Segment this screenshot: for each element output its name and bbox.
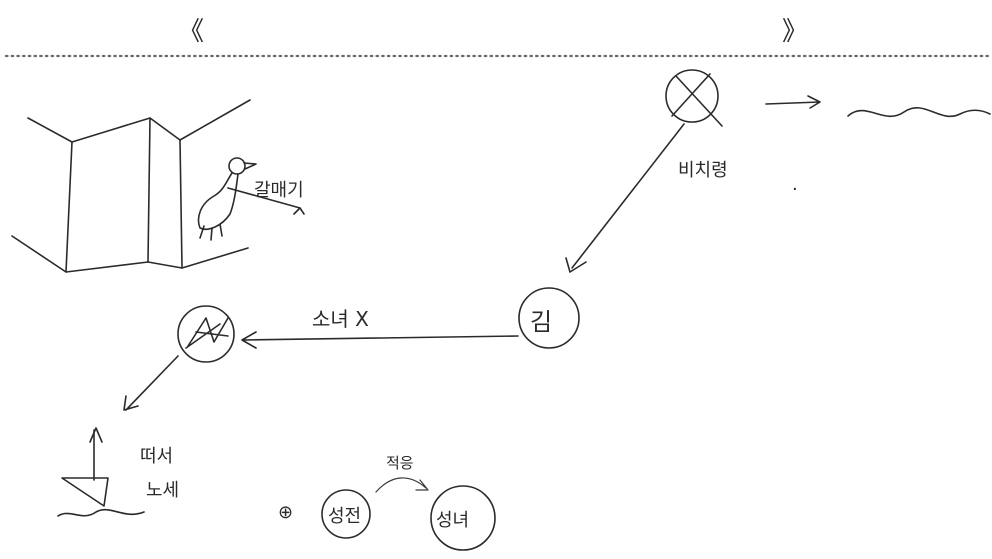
label-sailing-line1: 떠서 xyxy=(140,446,173,467)
label-shipwreck: 비치령 xyxy=(678,160,728,181)
label-sailing-line2: 노세 xyxy=(146,480,179,501)
label-seagull: 갈매기 xyxy=(254,180,304,201)
sailboat-sketch xyxy=(58,428,144,516)
header-left-bracket: 《 xyxy=(178,17,204,47)
label-holy: 성전 xyxy=(328,506,361,527)
shipwreck-node xyxy=(666,70,722,126)
building-sketch xyxy=(12,100,250,272)
label-plus: ⊕ xyxy=(278,502,293,523)
header-right-bracket: 》 xyxy=(782,17,808,47)
sea-wave xyxy=(848,108,990,117)
label-kim: 김 xyxy=(530,308,552,336)
arrow-to-boat xyxy=(124,356,178,410)
arrow-to-kim xyxy=(566,124,684,272)
label-saint: 성녀 xyxy=(436,510,469,531)
arrow-succession xyxy=(376,478,428,492)
arrow-to-sinking xyxy=(242,332,518,348)
sinking-node xyxy=(178,306,234,362)
label-sinking: 소녀 X xyxy=(312,307,369,331)
label-dot: . xyxy=(792,174,798,195)
arrow-to-sea xyxy=(766,96,820,108)
label-succession: 적응 xyxy=(386,454,414,472)
